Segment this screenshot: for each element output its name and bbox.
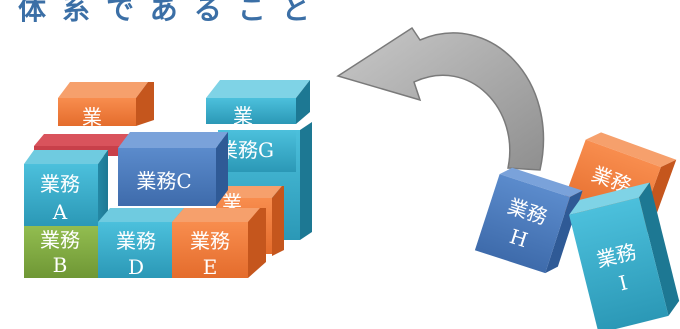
block-e-label-2: E bbox=[203, 255, 218, 279]
block-c: 業務C bbox=[118, 132, 228, 206]
page-title: 体系であること bbox=[18, 0, 326, 26]
block-top-cyan-label: 業 bbox=[233, 104, 253, 128]
block-e-label-1: 業務 bbox=[190, 229, 230, 253]
block-g: 業務G bbox=[218, 130, 296, 172]
block-top-orange-label: 業 bbox=[82, 105, 102, 129]
block-e: 業務 E bbox=[172, 208, 266, 279]
block-h: 業務 H bbox=[474, 167, 583, 274]
block-a: 業務 A bbox=[24, 150, 108, 226]
block-c-label: 業務C bbox=[136, 169, 191, 193]
block-a-label-2: A bbox=[52, 200, 68, 224]
block-i: 業務 I bbox=[569, 182, 680, 329]
curved-arrow-icon bbox=[336, 26, 545, 171]
block-d: 業務 D bbox=[98, 208, 184, 279]
block-d-label-2: D bbox=[128, 255, 144, 279]
block-a-label-1: 業務 bbox=[40, 172, 80, 196]
block-b-label-2: B bbox=[53, 253, 68, 277]
block-top-cyan: 業 bbox=[206, 80, 310, 128]
block-b-label-1: 業務 bbox=[40, 228, 80, 252]
block-top-orange: 業 bbox=[58, 82, 154, 129]
block-d-label-1: 業務 bbox=[116, 229, 156, 253]
